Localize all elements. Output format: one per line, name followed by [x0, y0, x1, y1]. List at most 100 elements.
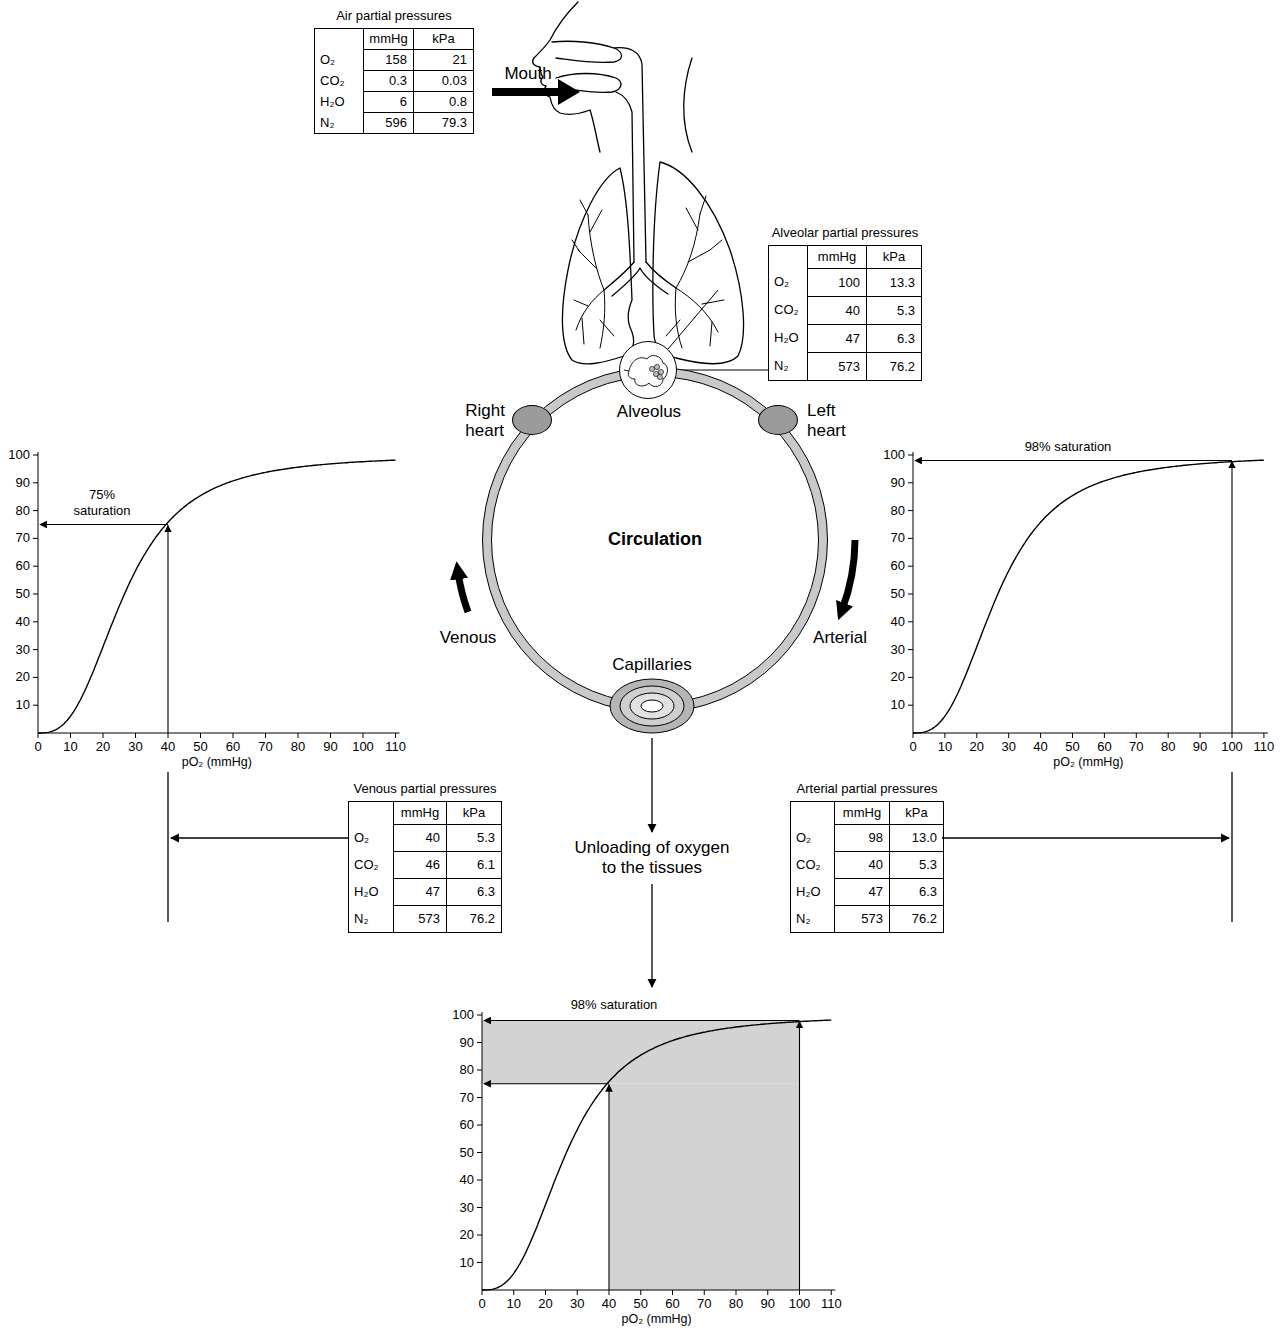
text-anchor: 50: [460, 1145, 474, 1161]
text-anchor: 10: [938, 739, 952, 755]
capillary-ring: [610, 679, 694, 733]
x-tick-label: 20: [96, 739, 110, 755]
y-axis: [482, 1012, 483, 1290]
gas-name: CO₂: [315, 70, 363, 91]
mouth-arrow-head: [558, 79, 580, 105]
saturation-note: 98% saturation: [571, 997, 658, 1013]
pressure-value: 76.2: [446, 905, 501, 932]
pressure-value: 573: [834, 905, 889, 932]
bronchial-tree: [572, 196, 724, 348]
unloaded-oxygen-shading: [609, 1084, 800, 1290]
text-anchor: 40: [891, 614, 905, 630]
text-anchor: 110: [821, 1296, 842, 1312]
y-tick-label: 30: [16, 642, 30, 658]
reading-arrow: [167, 526, 168, 734]
y-axis: [913, 452, 914, 733]
y-tick-label: 80: [891, 503, 905, 519]
text-anchor: 70: [891, 531, 905, 547]
heart-oval: Right heart: [512, 405, 552, 435]
y-tick: [908, 566, 913, 567]
y-tick: [33, 621, 38, 622]
x-tick-label: 0: [478, 1296, 485, 1312]
data-table: mmHgkPaO₂10013.3CO₂405.3H₂O476.3N₂57376.…: [768, 245, 922, 381]
capillary-arrow: [651, 738, 652, 832]
text-anchor: 50: [16, 586, 30, 602]
alveolus-capillary: [654, 364, 659, 369]
x-tick: [704, 1290, 705, 1295]
x-tick-label: 10: [938, 739, 952, 755]
pressure-value: 79.3: [413, 112, 473, 133]
x-tick: [38, 733, 39, 738]
x-tick: [976, 733, 977, 738]
nasal-cavity: [552, 41, 622, 62]
text-anchor: 100: [8, 447, 30, 463]
x-tick-label: 90: [1193, 739, 1207, 755]
gas-name: H₂O: [349, 878, 393, 905]
x-tick-label: 40: [602, 1296, 616, 1312]
text-anchor: 0: [478, 1296, 485, 1312]
text-anchor: 100: [789, 1296, 811, 1312]
table-corner: [315, 29, 363, 49]
y-tick: [33, 649, 38, 650]
x-axis: [482, 1290, 835, 1291]
text-anchor: 80: [729, 1296, 743, 1312]
y-tick-label: 40: [891, 614, 905, 630]
x-tick-label: 50: [634, 1296, 648, 1312]
text-anchor: 60: [460, 1117, 474, 1133]
x-tick-label: 30: [128, 739, 142, 755]
text-anchor: 90: [323, 739, 337, 755]
x-tick-label: 90: [761, 1296, 775, 1312]
axis-title: pO₂ (mmHg): [622, 1312, 692, 1327]
pressure-value: 47: [807, 324, 866, 352]
trachea: [614, 48, 646, 262]
y-tick-label: 10: [16, 697, 30, 713]
y-tick-label: 60: [891, 558, 905, 574]
x-tick: [640, 1290, 641, 1295]
text-anchor: Venous: [440, 628, 497, 648]
text-anchor: 20: [538, 1296, 552, 1312]
gas-name: CO₂: [349, 851, 393, 878]
alveolus-capillary: [649, 366, 654, 371]
x-tick: [1263, 733, 1264, 738]
partial-pressure-table: Arterial partial pressuresmmHgkPaO₂9813.…: [790, 781, 944, 933]
y-tick-label: 10: [891, 697, 905, 713]
y-tick: [908, 621, 913, 622]
pressure-value: 0.8: [413, 91, 473, 112]
text-anchor: 30: [891, 642, 905, 658]
text-anchor: 60: [891, 558, 905, 574]
oxygen-dissociation-chart: [477, 1012, 835, 1295]
pressure-value: 0.3: [363, 70, 413, 91]
partial-pressure-table: Venous partial pressuresmmHgkPaO₂405.3CO…: [348, 781, 502, 933]
text-anchor: 10: [460, 1255, 474, 1271]
text-anchor: 60: [16, 558, 30, 574]
mouth-label: Mouth: [504, 64, 551, 84]
y-tick-label: 30: [460, 1200, 474, 1216]
pressure-value: 158: [363, 49, 413, 70]
bronchi: [604, 262, 676, 296]
text-anchor: Unloading of oxygen to the tissues: [566, 838, 738, 879]
x-tick: [330, 733, 331, 738]
head-and-lungs: [533, 2, 744, 364]
mouth-arrow-shaft: [492, 88, 562, 96]
x-tick-label: 30: [570, 1296, 584, 1312]
oxygen-dissociation-chart: [908, 452, 1268, 738]
x-tick: [1168, 733, 1169, 738]
text-anchor: 98% saturation: [571, 997, 658, 1013]
y-tick-label: 30: [891, 642, 905, 658]
text-anchor: 90: [16, 475, 30, 491]
y-tick-label: 100: [8, 447, 30, 463]
y-tick-label: 20: [460, 1227, 474, 1243]
flow-label: Arterial: [813, 628, 867, 648]
y-tick-label: 80: [460, 1062, 474, 1078]
text-anchor: 50: [634, 1296, 648, 1312]
alveolus-icon: [619, 341, 677, 399]
y-tick: [477, 1097, 482, 1098]
pressure-value: 6.3: [446, 878, 501, 905]
y-tick-label: 70: [16, 531, 30, 547]
table-corner: [349, 802, 393, 824]
x-tick-label: 110: [1254, 739, 1275, 755]
arterial-to-chart-arrow: [942, 837, 1229, 838]
text-anchor: 0: [34, 739, 41, 755]
text-anchor: 100: [452, 1007, 474, 1023]
x-tick-label: 40: [1033, 739, 1047, 755]
